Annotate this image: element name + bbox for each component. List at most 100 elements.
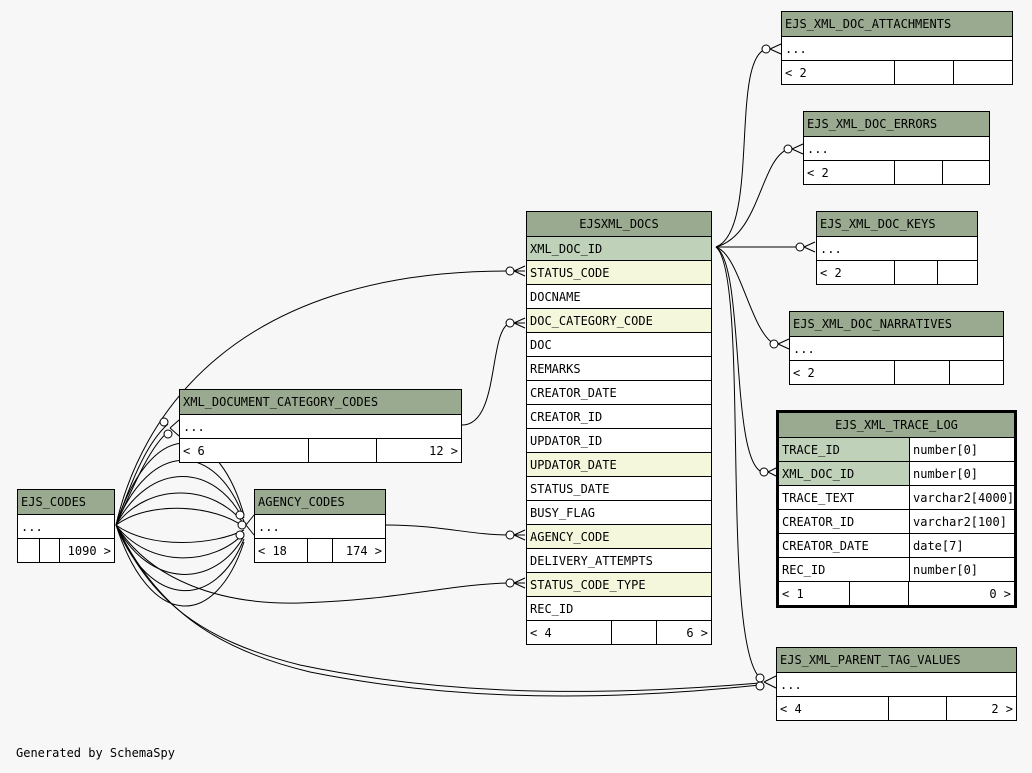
cardinality-keys [795, 242, 805, 252]
table-collapsed-columns: ... [782, 36, 1012, 60]
edge-ejs-codes-status-code [115, 270, 511, 526]
column-row[interactable]: AGENCY_CODE [527, 524, 711, 548]
edge-docs-attachments [715, 48, 767, 248]
table-footer: < 2 [817, 260, 977, 284]
edge-ejs-codes-agency-9 [115, 524, 245, 591]
cardinality-parent-tag-b [755, 681, 765, 691]
edge-docs-parent-tag [715, 246, 761, 679]
column-row[interactable]: STATUS_CODE_TYPE [527, 572, 711, 596]
cardinality-narratives [769, 339, 779, 349]
column-row[interactable]: DOC_CATEGORY_CODE [527, 308, 711, 332]
column-row[interactable]: STATUS_DATE [527, 476, 711, 500]
table-footer: < 1 0 > [779, 581, 1014, 605]
column-type: date[7] [909, 534, 1014, 557]
table-footer: < 2 [790, 360, 1003, 384]
column-row[interactable]: REC_ID [527, 596, 711, 620]
table-footer: < 2 [782, 60, 1012, 84]
crowfoot-agency-code [513, 529, 526, 541]
column-name: CREATOR_DATE [782, 539, 869, 553]
column-row[interactable]: XML_DOC_ID [527, 236, 711, 260]
generated-by-note: Generated by SchemaSpy [16, 746, 175, 760]
table-footer: 1090 > [18, 538, 114, 562]
table-xml-document-category-codes[interactable]: XML_DOCUMENT_CATEGORY_CODES ... < 6 12 > [179, 389, 462, 463]
cardinality-agency-b [237, 520, 247, 530]
column-row[interactable]: BUSY_FLAG [527, 500, 711, 524]
edge-ejs-codes-agency-4 [115, 492, 245, 526]
edge-ejs-codes-agency-3 [115, 476, 245, 526]
crowfoot-status-code [513, 265, 526, 277]
crowfoot-attachments [769, 43, 782, 55]
table-title: EJS_XML_DOC_KEYS [817, 212, 977, 236]
cardinality-errors [783, 144, 793, 154]
cardinality-agency-code [505, 530, 515, 540]
edge-docs-trace-log [715, 246, 763, 473]
column-row[interactable]: CREATOR_DATE [527, 380, 711, 404]
column-row[interactable]: CREATOR_ID varchar2[100] [779, 509, 1014, 533]
edge-ejs-codes-agency-5 [115, 507, 245, 528]
table-footer: < 18 174 > [255, 538, 385, 562]
cardinality-status-code-type [505, 578, 515, 588]
table-title: EJS_XML_DOC_NARRATIVES [790, 312, 1003, 336]
column-row[interactable]: CREATOR_DATE date[7] [779, 533, 1014, 557]
column-row[interactable]: STATUS_CODE [527, 260, 711, 284]
table-title: EJSXML_DOCS [527, 212, 711, 236]
table-ejs-xml-doc-keys[interactable]: EJS_XML_DOC_KEYS ... < 2 [816, 211, 978, 285]
table-footer: < 4 6 > [527, 620, 711, 644]
cardinality-doc-category-code [505, 318, 515, 328]
edge-ejs-codes-agency-7 [115, 524, 245, 559]
column-row[interactable]: TRACE_TEXT varchar2[4000] [779, 485, 1014, 509]
column-row[interactable]: CREATOR_ID [527, 404, 711, 428]
edge-docs-narratives [715, 246, 775, 345]
cardinality-status-code [505, 266, 515, 276]
table-collapsed-columns: ... [804, 136, 989, 160]
column-type: number[0] [909, 462, 1014, 485]
column-row[interactable]: DOC [527, 332, 711, 356]
column-row[interactable]: DELIVERY_ATTEMPTS [527, 548, 711, 572]
table-ejs-xml-doc-narratives[interactable]: EJS_XML_DOC_NARRATIVES ... < 2 [789, 311, 1004, 385]
crowfoot-narratives [777, 338, 790, 350]
edge-agency-to-docs [385, 524, 511, 536]
table-title: EJS_CODES [18, 490, 114, 514]
cardinality-agency-a [235, 510, 245, 520]
column-type: varchar2[4000] [909, 486, 1014, 509]
column-type: number[0] [909, 438, 1014, 461]
crowfoot-doc-category-code [513, 317, 526, 329]
edge-ejs-codes-agency-6 [115, 524, 245, 543]
table-footer: < 4 2 > [777, 696, 1016, 720]
table-collapsed-columns: ... [817, 236, 977, 260]
column-row[interactable]: REMARKS [527, 356, 711, 380]
crowfoot-keys [803, 241, 816, 253]
table-ejs-xml-doc-errors[interactable]: EJS_XML_DOC_ERRORS ... < 2 [803, 111, 990, 185]
column-name: TRACE_TEXT [782, 491, 855, 505]
table-collapsed-columns: ... [790, 336, 1003, 360]
table-ejs-xml-parent-tag-values[interactable]: EJS_XML_PARENT_TAG_VALUES ... < 4 2 > [776, 647, 1017, 721]
cardinality-trace-log [759, 467, 769, 477]
table-title: EJS_XML_DOC_ERRORS [804, 112, 989, 136]
column-row[interactable]: UPDATOR_ID [527, 428, 711, 452]
table-agency-codes[interactable]: AGENCY_CODES ... < 18 174 > [254, 489, 386, 563]
table-title: AGENCY_CODES [255, 490, 385, 514]
cardinality-attachments [761, 44, 771, 54]
table-collapsed-columns: ... [777, 672, 1016, 696]
column-row[interactable]: DOCNAME [527, 284, 711, 308]
column-name: XML_DOC_ID [779, 462, 909, 485]
column-type: varchar2[100] [909, 510, 1014, 533]
table-ejs-xml-doc-attachments[interactable]: EJS_XML_DOC_ATTACHMENTS ... < 2 [781, 11, 1013, 85]
table-footer: < 6 12 > [180, 438, 461, 462]
table-collapsed-columns: ... [180, 414, 461, 438]
cardinality-parent-tag-a [755, 673, 765, 683]
column-name: CREATOR_ID [782, 515, 855, 529]
edge-ejs-codes-parent-tag-a [115, 524, 761, 692]
crowfoot-category [169, 419, 180, 437]
cardinality-agency-c [235, 530, 245, 540]
table-title: XML_DOCUMENT_CATEGORY_CODES [180, 390, 461, 414]
edge-ejs-codes-parent-tag-b [115, 524, 761, 697]
edge-ejs-codes-agency-10 [115, 524, 245, 607]
table-ejs-codes[interactable]: EJS_CODES ... 1090 > [17, 489, 115, 563]
column-row[interactable]: UPDATOR_DATE [527, 452, 711, 476]
